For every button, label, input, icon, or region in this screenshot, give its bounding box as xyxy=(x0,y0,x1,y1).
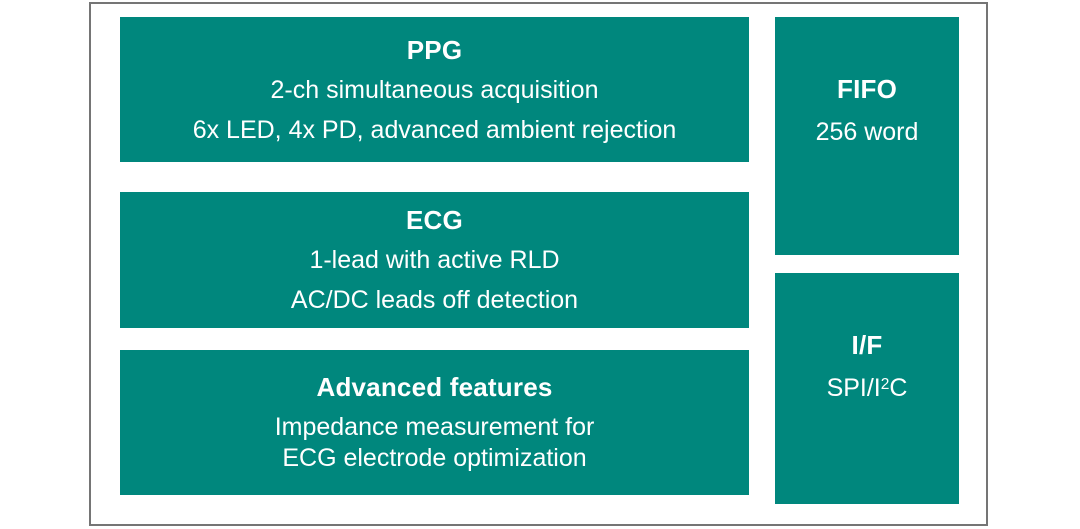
block-interface-line-1: SPI/I2C xyxy=(827,375,908,402)
block-advanced-features: Advanced features Impedance measurement … xyxy=(120,350,749,495)
block-advanced-features-line-1: Impedance measurement for xyxy=(274,413,595,441)
block-ecg: ECG 1-lead with active RLD AC/DC leads o… xyxy=(120,192,749,328)
interface-spec-superscript: 2 xyxy=(880,376,890,394)
block-interface-title: I/F xyxy=(851,330,883,360)
interface-spec-post: C xyxy=(889,374,908,402)
block-fifo-line-1: 256 word xyxy=(815,118,919,146)
block-ppg: PPG 2-ch simultaneous acquisition 6x LED… xyxy=(120,17,749,162)
block-interface: I/F SPI/I2C xyxy=(775,273,959,504)
block-ecg-title: ECG xyxy=(406,205,463,235)
interface-spec-pre: SPI/I xyxy=(826,374,881,402)
block-fifo-title: FIFO xyxy=(836,74,897,104)
block-advanced-features-title: Advanced features xyxy=(316,372,553,402)
outer-frame: PPG 2-ch simultaneous acquisition 6x LED… xyxy=(89,2,988,526)
block-ecg-line-1: 1-lead with active RLD xyxy=(309,246,560,274)
block-ppg-title: PPG xyxy=(406,34,463,65)
block-fifo: FIFO 256 word xyxy=(775,17,959,255)
block-ecg-line-2: AC/DC leads off detection xyxy=(290,286,579,314)
block-ppg-line-1: 2-ch simultaneous acquisition xyxy=(270,75,599,104)
block-ppg-line-2: 6x LED, 4x PD, advanced ambient rejectio… xyxy=(192,115,677,144)
block-advanced-features-line-2: ECG electrode optimization xyxy=(282,444,587,472)
